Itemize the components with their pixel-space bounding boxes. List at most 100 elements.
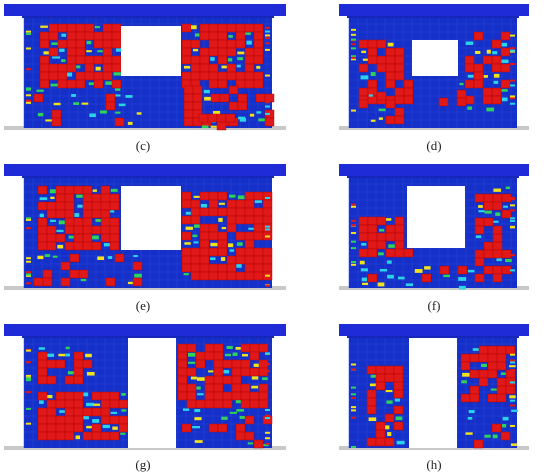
- damage-speck: [76, 194, 83, 198]
- damage-cell: [100, 209, 111, 219]
- damage-cell: [217, 191, 228, 201]
- damage-cell: [208, 423, 219, 433]
- damage-cell: [199, 239, 210, 249]
- damage-cell: [82, 225, 93, 235]
- damage-cell: [249, 351, 260, 361]
- damage-cell: [505, 345, 516, 355]
- top-beam: [4, 4, 286, 16]
- damage-speck: [232, 352, 238, 356]
- edge-marker: [351, 38, 356, 41]
- damage-speck: [65, 353, 70, 357]
- damage-cell: [226, 207, 237, 217]
- damage-cell: [478, 377, 489, 387]
- damage-cell: [64, 399, 75, 409]
- edge-marker: [265, 442, 270, 445]
- damage-cell: [464, 63, 475, 73]
- damage-speck: [210, 125, 219, 128]
- edge-marker: [351, 363, 356, 366]
- damage-cell: [492, 225, 503, 235]
- edge-marker: [510, 95, 515, 98]
- damage-speck: [501, 42, 507, 47]
- beam-lip: [22, 336, 274, 338]
- damage-speck: [236, 409, 245, 412]
- damage-cell: [102, 31, 113, 41]
- damage-cell: [394, 115, 405, 125]
- caption-d: (d): [426, 138, 442, 153]
- damage-cell: [199, 231, 210, 241]
- damage-speck: [379, 268, 388, 272]
- damage-cell: [491, 39, 502, 49]
- damage-cell: [474, 193, 485, 203]
- damage-speck: [56, 229, 64, 232]
- damage-cell: [213, 367, 224, 377]
- caption-g: (g): [135, 457, 151, 472]
- damage-speck: [188, 352, 196, 357]
- damage-cell: [132, 277, 143, 287]
- damage-cell: [46, 209, 57, 219]
- damage-cell: [91, 225, 102, 235]
- damage-speck: [385, 425, 390, 430]
- damage-speck: [227, 243, 234, 248]
- damage-cell: [253, 191, 264, 201]
- damage-speck: [86, 402, 94, 407]
- damage-speck: [44, 254, 51, 258]
- damage-cell: [253, 231, 264, 241]
- damage-cell: [109, 193, 120, 203]
- damage-cell: [244, 263, 255, 273]
- damage-cell: [199, 71, 210, 81]
- edge-marker: [351, 232, 356, 235]
- damage-cell: [73, 367, 84, 377]
- edge-marker: [510, 198, 515, 201]
- damage-speck: [194, 440, 203, 443]
- beam-lip: [22, 16, 274, 18]
- damage-cell: [235, 231, 246, 241]
- damage-cell: [192, 85, 203, 95]
- damage-cell: [37, 201, 48, 211]
- damage-cell: [244, 63, 255, 73]
- damage-cell: [190, 39, 201, 49]
- damage-cell: [217, 31, 228, 41]
- damage-speck: [501, 97, 508, 102]
- damage-cell: [181, 55, 192, 65]
- damage-speck: [68, 235, 74, 239]
- damage-cell: [258, 399, 269, 409]
- edge-marker: [265, 417, 270, 420]
- damage-cell: [384, 437, 395, 447]
- damage-cell: [217, 79, 228, 89]
- damage-cell: [253, 31, 264, 41]
- damage-speck: [361, 50, 366, 54]
- window-opening: [121, 186, 181, 250]
- damage-speck: [237, 195, 245, 200]
- edge-marker: [351, 224, 356, 227]
- damage-speck: [397, 276, 405, 280]
- damage-cell: [73, 241, 84, 251]
- damage-cell: [109, 415, 120, 425]
- damage-cell: [501, 249, 512, 259]
- damage-cell: [111, 23, 122, 33]
- damage-cell: [199, 55, 210, 65]
- damage-cell: [225, 113, 236, 123]
- damage-cell: [64, 185, 75, 195]
- damage-cell: [394, 240, 405, 250]
- panel-c: [4, 2, 286, 132]
- damage-speck: [210, 242, 218, 247]
- edge-marker: [351, 247, 356, 250]
- damage-cell: [244, 271, 255, 281]
- damage-speck: [248, 227, 255, 230]
- damage-cell: [82, 217, 93, 227]
- damage-cell: [46, 233, 57, 243]
- damage-cell: [37, 359, 48, 369]
- edge-marker: [26, 391, 31, 394]
- damage-speck: [467, 269, 475, 273]
- damage-cell: [367, 79, 378, 89]
- damage-speck: [458, 277, 467, 281]
- damage-speck: [424, 266, 431, 270]
- damage-cell: [46, 407, 57, 417]
- damage-cell: [492, 193, 503, 203]
- damage-cell: [73, 225, 84, 235]
- damage-cell: [385, 115, 396, 125]
- damage-cell: [474, 273, 485, 283]
- damage-cell: [496, 385, 507, 395]
- damage-speck: [57, 244, 64, 249]
- damage-cell: [483, 241, 494, 251]
